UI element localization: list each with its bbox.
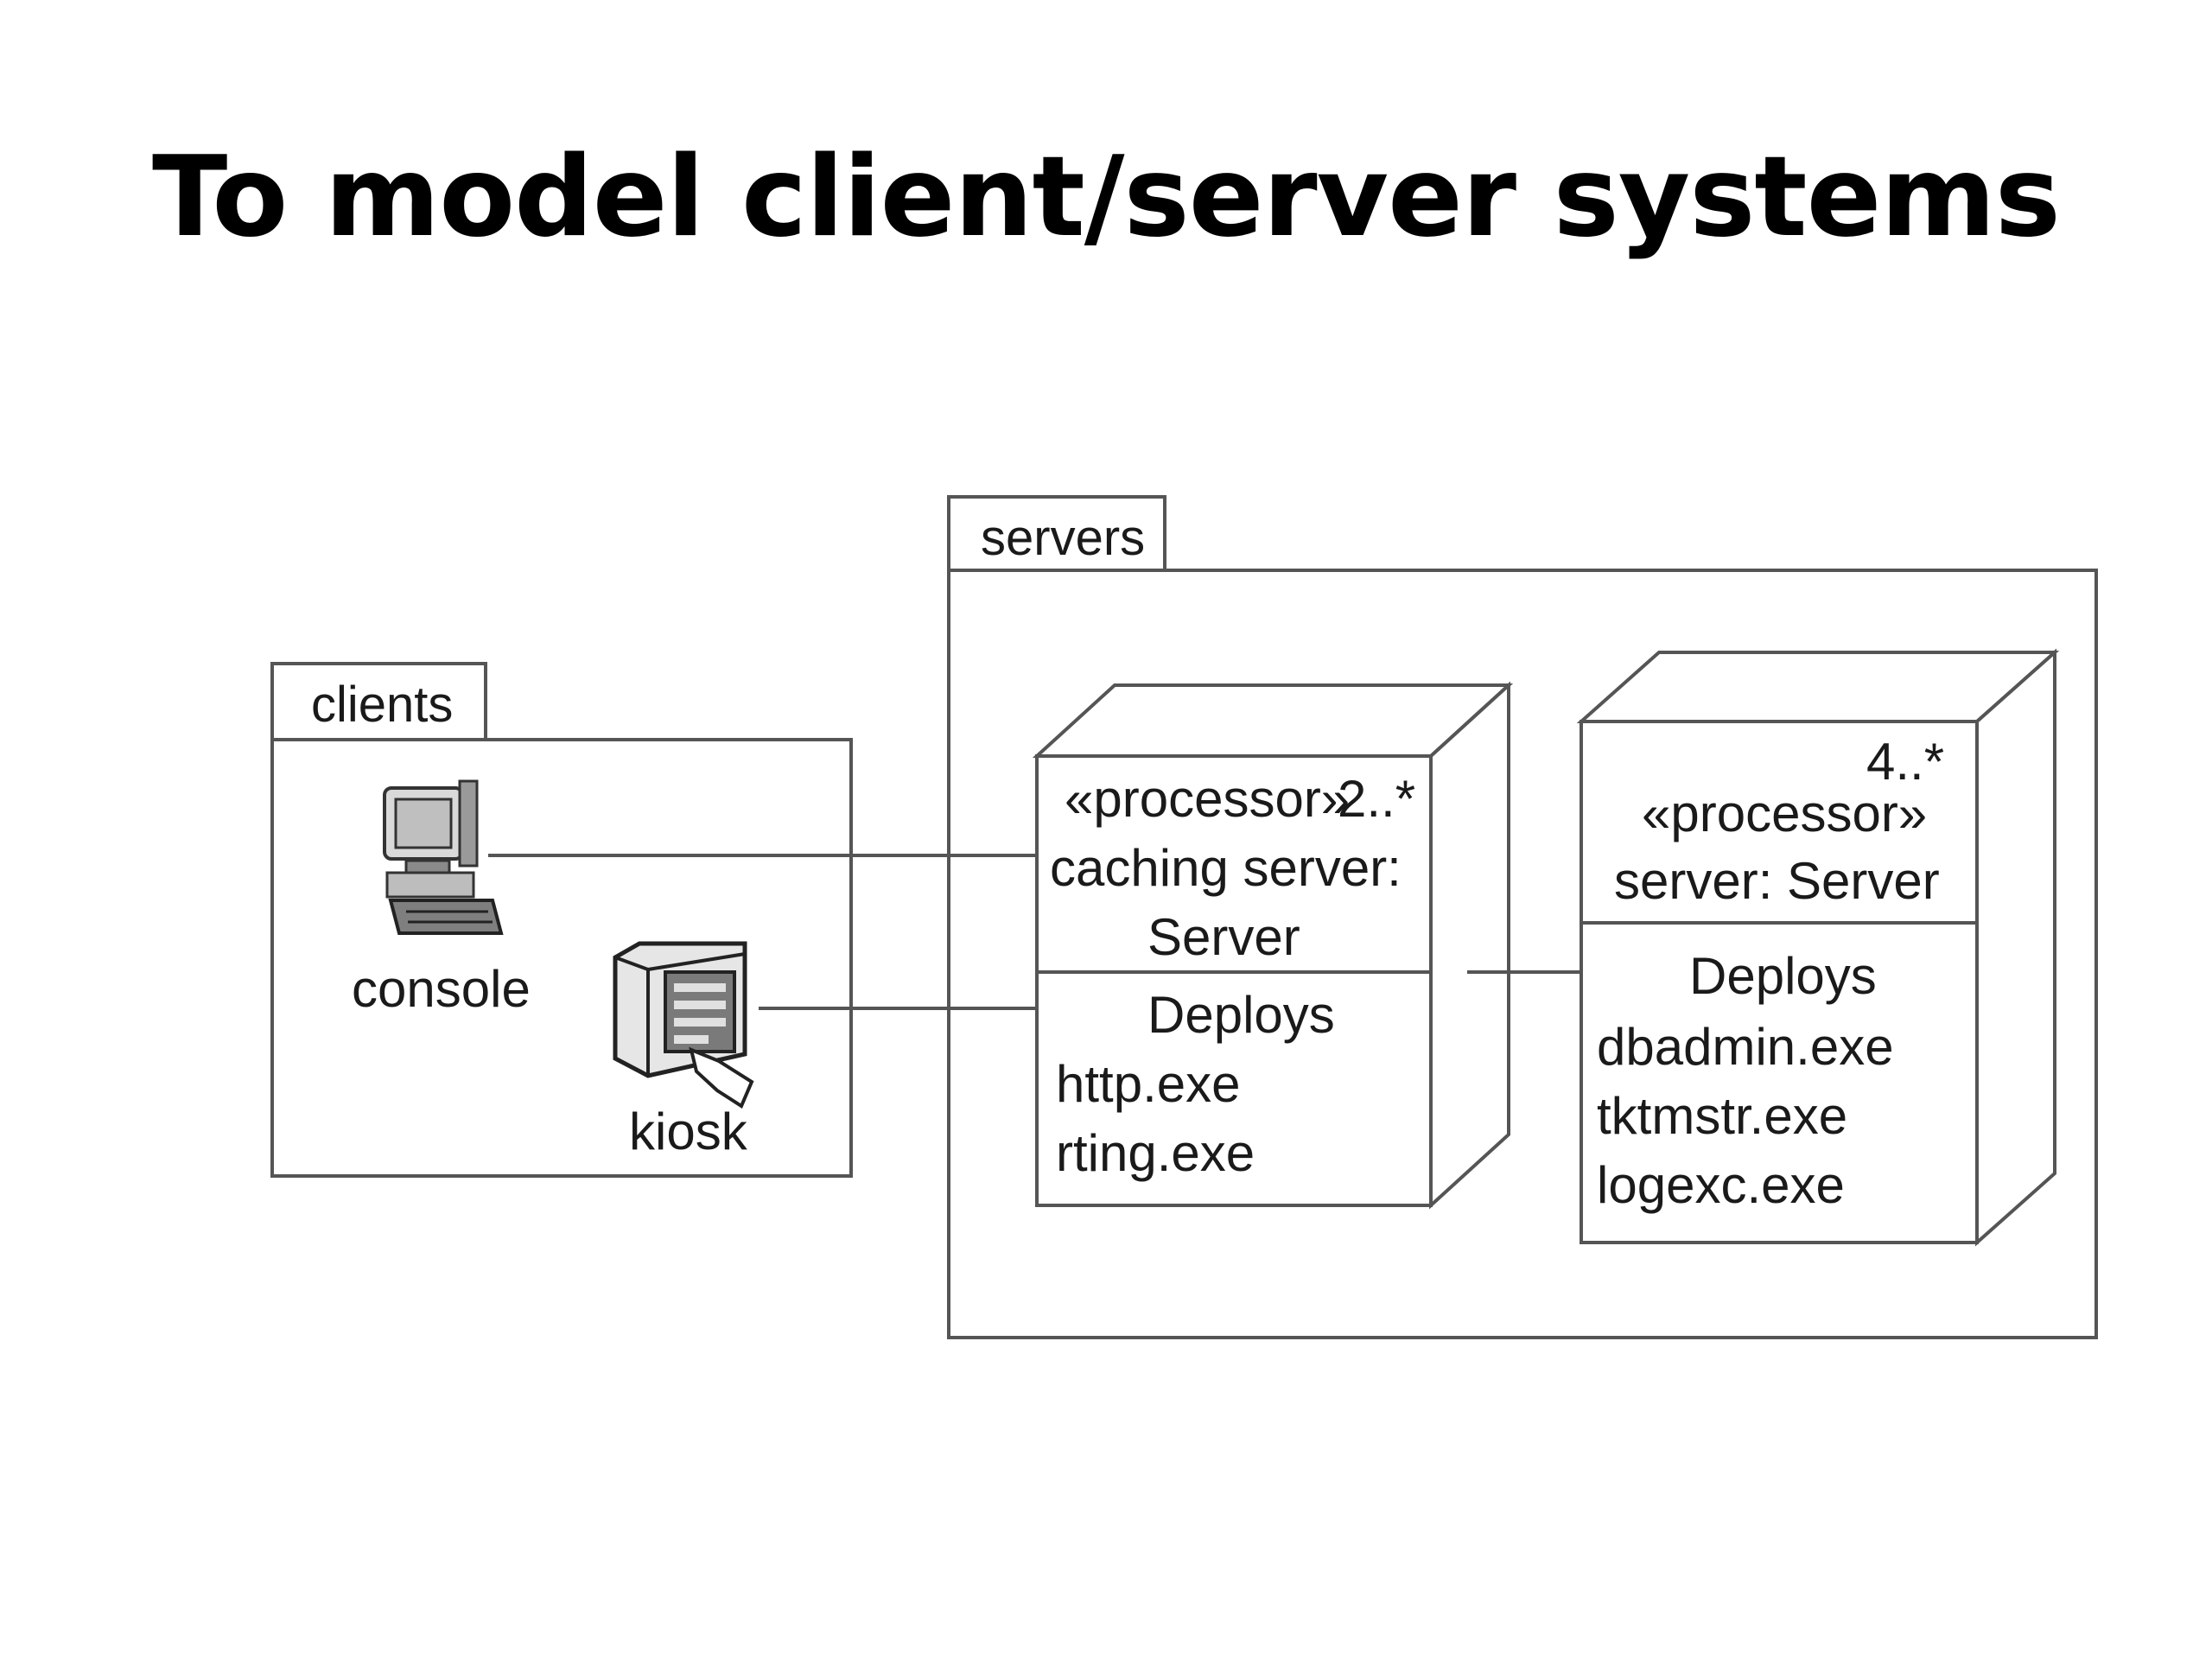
kiosk-label: kiosk [629, 1103, 748, 1160]
server-node: 4..* «processor» server: Server Deploys … [1576, 648, 2060, 1247]
caching-node-section-title: Deploys [1147, 986, 1335, 1044]
desktop-computer-icon [383, 779, 504, 935]
clients-package-tab [270, 662, 487, 741]
console-label: console [352, 960, 531, 1018]
caching-server-node: «processor» 2..* caching server: Server … [1032, 681, 1514, 1210]
server-node-artifact: logexc.exe [1597, 1156, 1845, 1214]
caching-node-artifact: rting.exe [1056, 1124, 1255, 1182]
servers-package-tab [947, 495, 1166, 572]
kiosk-terminal-icon [613, 941, 754, 1109]
clients-package-body [270, 738, 853, 1178]
caching-node-name-line2: Server [1147, 908, 1300, 966]
clients-package: clients console kiosk [270, 662, 853, 1178]
server-node-artifact: dbadmin.exe [1597, 1018, 1894, 1076]
caching-node-multiplicity: 2..* [1338, 770, 1415, 828]
servers-package: servers «processor» 2..* caching server:… [947, 495, 2098, 1339]
clients-package-label: clients [311, 677, 453, 733]
server-node-section-title: Deploys [1689, 947, 1877, 1005]
slide-title: To model client/server systems [152, 133, 2061, 262]
server-node-stereotype: «processor» [1642, 785, 1927, 842]
caching-node-name-line1: caching server: [1050, 839, 1402, 897]
server-node-artifact: tktmstr.exe [1597, 1087, 1847, 1145]
server-node-name: server: Server [1614, 852, 1940, 910]
caching-node-stereotype: «processor» [1065, 770, 1350, 828]
caching-node-artifact: http.exe [1056, 1055, 1241, 1113]
server-node-multiplicity: 4..* [1866, 733, 1944, 791]
servers-package-label: servers [981, 510, 1145, 566]
